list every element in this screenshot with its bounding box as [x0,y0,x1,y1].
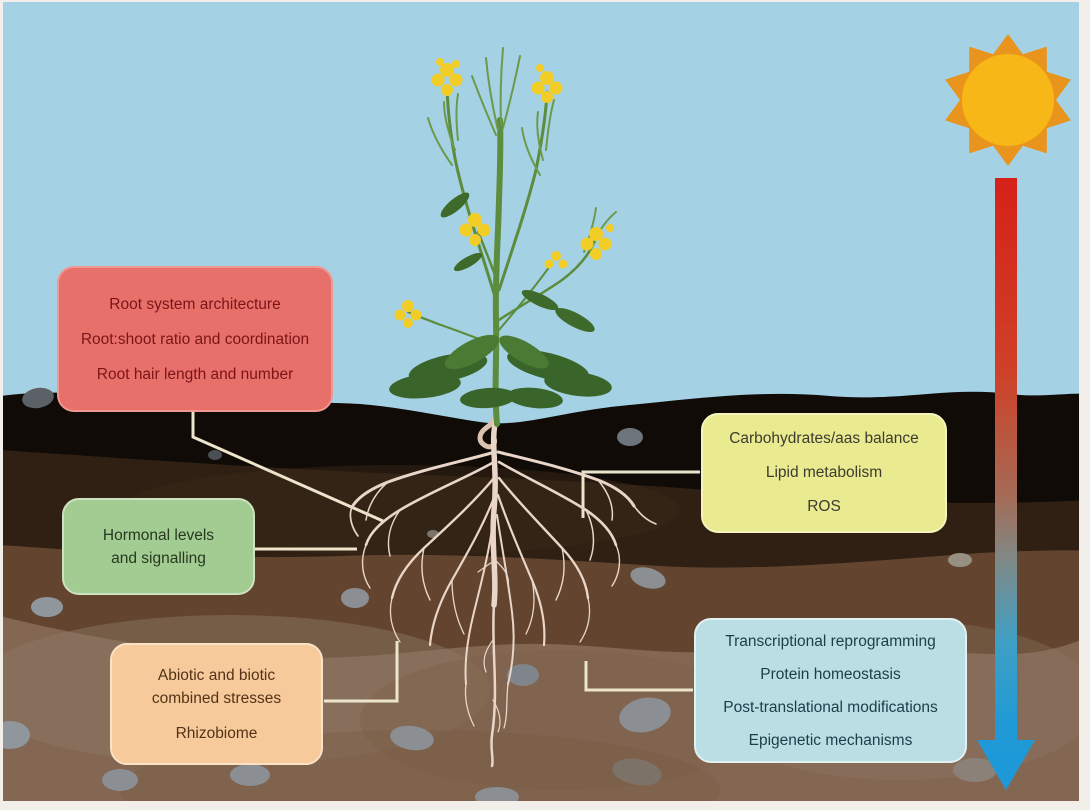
callout-hormonal-levels: Hormonal levels and signalling [62,498,255,595]
stone [31,597,63,617]
stone [208,450,222,460]
flowers [394,58,614,328]
callout-line: Root system architecture [109,295,281,313]
callout-line: combined stresses [151,689,282,707]
stone [617,428,643,446]
callout-metabolic: Carbohydrates/aas balance Lipid metaboli… [701,413,947,533]
plant-shoot [389,47,617,427]
callout-line: Transcriptional reprogramming [725,632,936,650]
callout-line: Post-translational modifications [723,698,938,716]
stone [507,664,539,686]
seed-pods [427,47,617,253]
stem-leaves [440,192,595,333]
callout-combined-stresses: Abiotic and biotic combined stresses Rhi… [110,643,323,765]
callout-line: Epigenetic mechanisms [748,731,913,749]
callout-line: Lipid metabolism [765,464,883,481]
stone [390,725,434,751]
stone [102,769,138,791]
callout-line: Rhizobiome [175,724,258,742]
callout-line: ROS [807,498,841,515]
soil-patch [360,650,760,790]
callout-line: Protein homeostasis [760,665,901,683]
connector-metabolic [581,470,700,518]
stone [341,588,369,608]
stone [22,387,54,409]
callout-line: Carbohydrates/aas balance [729,430,919,447]
stone [612,758,662,786]
callout-line: Abiotic and biotic [157,666,276,684]
stone [630,567,666,589]
callout-molecular: Transcriptional reprogramming Protein ho… [694,618,967,763]
callout-line: Root hair length and number [96,365,294,383]
callout-line: and signalling [111,549,206,567]
temperature-gradient-arrow-icon [977,178,1035,790]
connector-root-architecture [191,411,384,523]
root-system [349,405,657,768]
callout-root-architecture: Root system architecture Root:shoot rati… [57,266,333,412]
stone [0,721,30,749]
sun-icon [945,34,1071,166]
stone [619,697,671,733]
callout-line: Root:shoot ratio and coordination [80,330,310,348]
stone [953,758,997,782]
stone [948,553,972,567]
callout-line: Hormonal levels [102,526,215,544]
leaf-rosette [389,334,612,409]
connector-combined-stresses [324,641,399,703]
connector-molecular [584,661,693,692]
connector-lines [191,411,700,703]
stone [230,764,270,786]
